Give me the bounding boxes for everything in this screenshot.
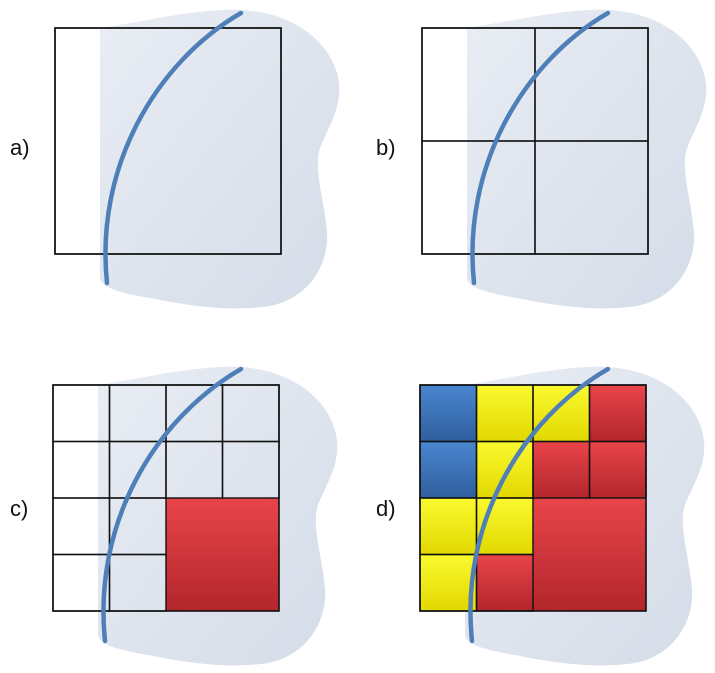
- grid: [420, 385, 646, 611]
- cell-red: [477, 555, 534, 612]
- blob-shape: [100, 10, 339, 309]
- cell-yellow: [533, 385, 590, 442]
- panel-d: d): [376, 367, 704, 666]
- panel-b: b): [376, 10, 706, 309]
- cell-red: [590, 442, 647, 499]
- panel-a: a): [10, 10, 339, 309]
- panel-c: c): [10, 367, 337, 666]
- blob-shape: [467, 10, 706, 309]
- cell-yellow: [420, 555, 477, 612]
- cell-yellow: [477, 385, 534, 442]
- panel-b-label: b): [376, 135, 396, 160]
- cell-blue: [420, 442, 477, 499]
- cell-red: [533, 442, 590, 499]
- cell-red: [590, 385, 647, 442]
- cell-red: [533, 498, 646, 611]
- panel-c-label: c): [10, 496, 28, 521]
- panel-a-label: a): [10, 135, 30, 160]
- cell-blue: [420, 385, 477, 442]
- cell-yellow: [477, 442, 534, 499]
- cell-red: [166, 498, 279, 611]
- cell-yellow: [420, 498, 477, 555]
- panel-d-label: d): [376, 496, 396, 521]
